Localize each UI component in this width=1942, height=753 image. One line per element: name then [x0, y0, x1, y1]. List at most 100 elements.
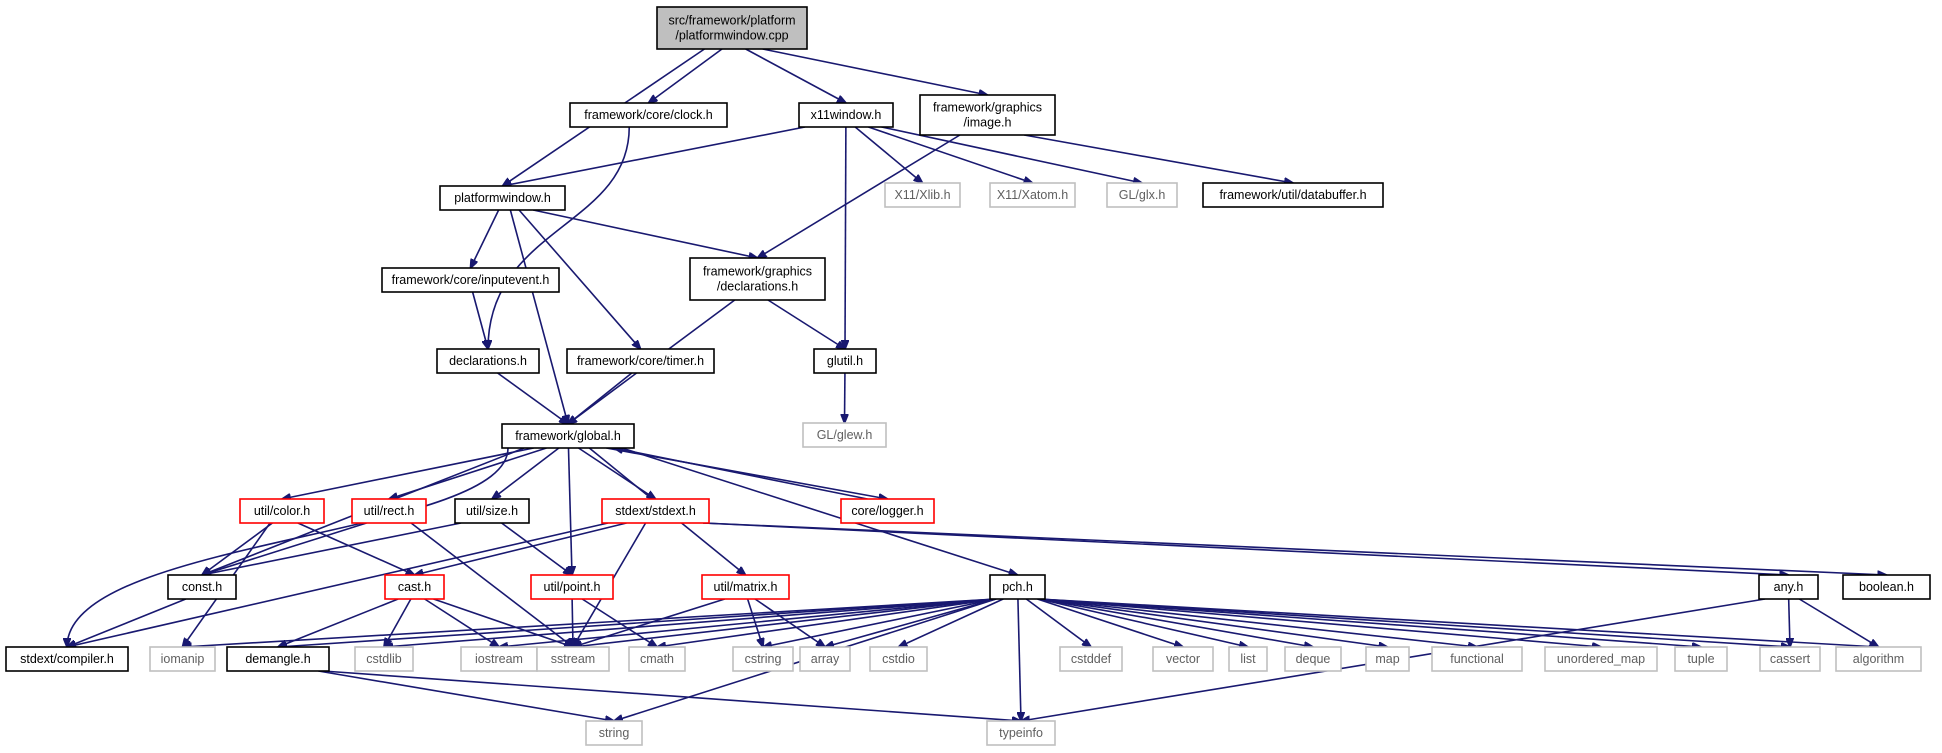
node-label: util/color.h — [254, 504, 310, 518]
node-label: const.h — [182, 580, 222, 594]
node-label: deque — [1296, 652, 1331, 666]
edge-n16-to-n21 — [202, 522, 273, 575]
node-glutil-h[interactable]: glutil.h — [813, 348, 877, 374]
node-box — [840, 498, 935, 524]
node-box — [989, 182, 1076, 208]
node-framework-global-h[interactable]: framework/global.h — [501, 423, 635, 449]
edge-n26-to-n47 — [1798, 598, 1878, 647]
node-cmath[interactable]: cmath — [628, 646, 686, 672]
node-framework-core-clock-h[interactable]: framework/core/clock.h — [569, 102, 728, 128]
node-algorithm[interactable]: algorithm — [1835, 646, 1922, 672]
node-cstdlib[interactable]: cstdlib — [354, 646, 414, 672]
node-util-rect-h[interactable]: util/rect.h — [351, 498, 427, 524]
node-label: /image.h — [964, 116, 1012, 130]
node-box — [384, 574, 445, 600]
edge-n0-to-n2 — [745, 48, 846, 103]
node-label: GL/glx.h — [1119, 188, 1166, 202]
node-label: GL/glew.h — [817, 428, 873, 442]
edge-n25-to-n44 — [1038, 598, 1601, 647]
node-tuple[interactable]: tuple — [1674, 646, 1728, 672]
node-src-framework-platform-platformwindow-cpp[interactable]: src/framework/platform/platformwindow.cp… — [656, 6, 808, 50]
node-label: any.h — [1774, 580, 1804, 594]
edge-n9-to-n11 — [471, 291, 488, 349]
node-const-h[interactable]: const.h — [167, 574, 237, 600]
node-map[interactable]: map — [1365, 646, 1410, 672]
node-iostream[interactable]: iostream — [460, 646, 538, 672]
node-cstdio[interactable]: cstdio — [869, 646, 928, 672]
node-framework-util-databuffer-h[interactable]: framework/util/databuffer.h — [1202, 182, 1384, 208]
node-pch-h[interactable]: pch.h — [989, 574, 1046, 600]
edge-n1-to-n11 — [488, 126, 631, 349]
edge-n22-to-n32 — [424, 598, 499, 647]
node-sstream[interactable]: sstream — [536, 646, 610, 672]
node-label: framework/graphics — [703, 265, 812, 279]
node-box — [239, 498, 325, 524]
node-label: framework/core/timer.h — [577, 354, 704, 368]
node-gl-glx-h[interactable]: GL/glx.h — [1106, 182, 1178, 208]
node-stdext-stdext-h[interactable]: stdext/stdext.h — [601, 498, 710, 524]
node-label: cassert — [1770, 652, 1811, 666]
edge-n30-to-n49 — [322, 670, 1021, 721]
node-box — [501, 423, 635, 449]
edge-n4-to-n10 — [532, 209, 757, 258]
node-any-h[interactable]: any.h — [1758, 574, 1819, 600]
node-list[interactable]: list — [1228, 646, 1268, 672]
node-x11-xatom-h[interactable]: X11/Xatom.h — [989, 182, 1076, 208]
edge-n25-to-n31 — [384, 598, 997, 647]
node-box — [601, 498, 710, 524]
node-cstring[interactable]: cstring — [732, 646, 794, 672]
node-stdext-compiler-h[interactable]: stdext/compiler.h — [5, 646, 129, 672]
node-iomanip[interactable]: iomanip — [149, 646, 216, 672]
node-box — [585, 720, 643, 746]
node-util-matrix-h[interactable]: util/matrix.h — [701, 574, 790, 600]
node-declarations-h[interactable]: declarations.h — [436, 348, 540, 374]
node-unordered-map[interactable]: unordered_map — [1544, 646, 1658, 672]
node-functional[interactable]: functional — [1431, 646, 1523, 672]
node-label: framework/util/databuffer.h — [1219, 188, 1366, 202]
node-util-point-h[interactable]: util/point.h — [530, 574, 614, 600]
node-cstddef[interactable]: cstddef — [1059, 646, 1123, 672]
node-array[interactable]: array — [799, 646, 851, 672]
node-box — [454, 498, 530, 524]
node-util-color-h[interactable]: util/color.h — [239, 498, 325, 524]
node-x11window-h[interactable]: x11window.h — [798, 102, 894, 128]
node-label: cstdlib — [366, 652, 401, 666]
edge-n18-to-n23 — [501, 522, 572, 575]
node-label: vector — [1166, 652, 1200, 666]
node-util-size-h[interactable]: util/size.h — [454, 498, 530, 524]
node-framework-graphics-declarations-h[interactable]: framework/graphics/declarations.h — [689, 257, 826, 301]
edge-n25-to-n41 — [1038, 598, 1313, 647]
node-core-logger-h[interactable]: core/logger.h — [840, 498, 935, 524]
node-framework-core-inputevent-h[interactable]: framework/core/inputevent.h — [381, 267, 560, 293]
node-box — [1202, 182, 1384, 208]
edge-n25-to-n35 — [763, 598, 997, 647]
edge-n26-to-n46 — [1789, 598, 1790, 647]
node-platformwindow-h[interactable]: platformwindow.h — [439, 185, 566, 211]
node-label: declarations.h — [449, 354, 527, 368]
edge-n15-to-n25 — [621, 447, 1018, 575]
node-framework-core-timer-h[interactable]: framework/core/timer.h — [566, 348, 715, 374]
node-box — [1759, 646, 1821, 672]
node-boolean-h[interactable]: boolean.h — [1842, 574, 1931, 600]
node-typeinfo[interactable]: typeinfo — [986, 720, 1056, 746]
edge-n19-to-n28 — [67, 522, 609, 647]
node-demangle-h[interactable]: demangle.h — [226, 646, 330, 672]
node-framework-graphics-image-h[interactable]: framework/graphics/image.h — [919, 94, 1056, 136]
node-label: stdext/compiler.h — [20, 652, 114, 666]
edge-n23-to-n33 — [572, 598, 573, 647]
node-label: iomanip — [161, 652, 205, 666]
node-deque[interactable]: deque — [1284, 646, 1342, 672]
node-box — [226, 646, 330, 672]
node-cast-h[interactable]: cast.h — [384, 574, 445, 600]
edge-n25-to-n47 — [1038, 598, 1879, 647]
edge-n25-to-n34 — [657, 598, 997, 647]
node-x11-xlib-h[interactable]: X11/Xlib.h — [884, 182, 961, 208]
node-box — [351, 498, 427, 524]
node-cassert[interactable]: cassert — [1759, 646, 1821, 672]
node-label: X11/Xlib.h — [894, 188, 950, 202]
node-gl-glew-h[interactable]: GL/glew.h — [802, 422, 887, 448]
node-string[interactable]: string — [585, 720, 643, 746]
node-vector[interactable]: vector — [1152, 646, 1214, 672]
node-box — [701, 574, 790, 600]
edge-n3-to-n8 — [1024, 134, 1293, 183]
